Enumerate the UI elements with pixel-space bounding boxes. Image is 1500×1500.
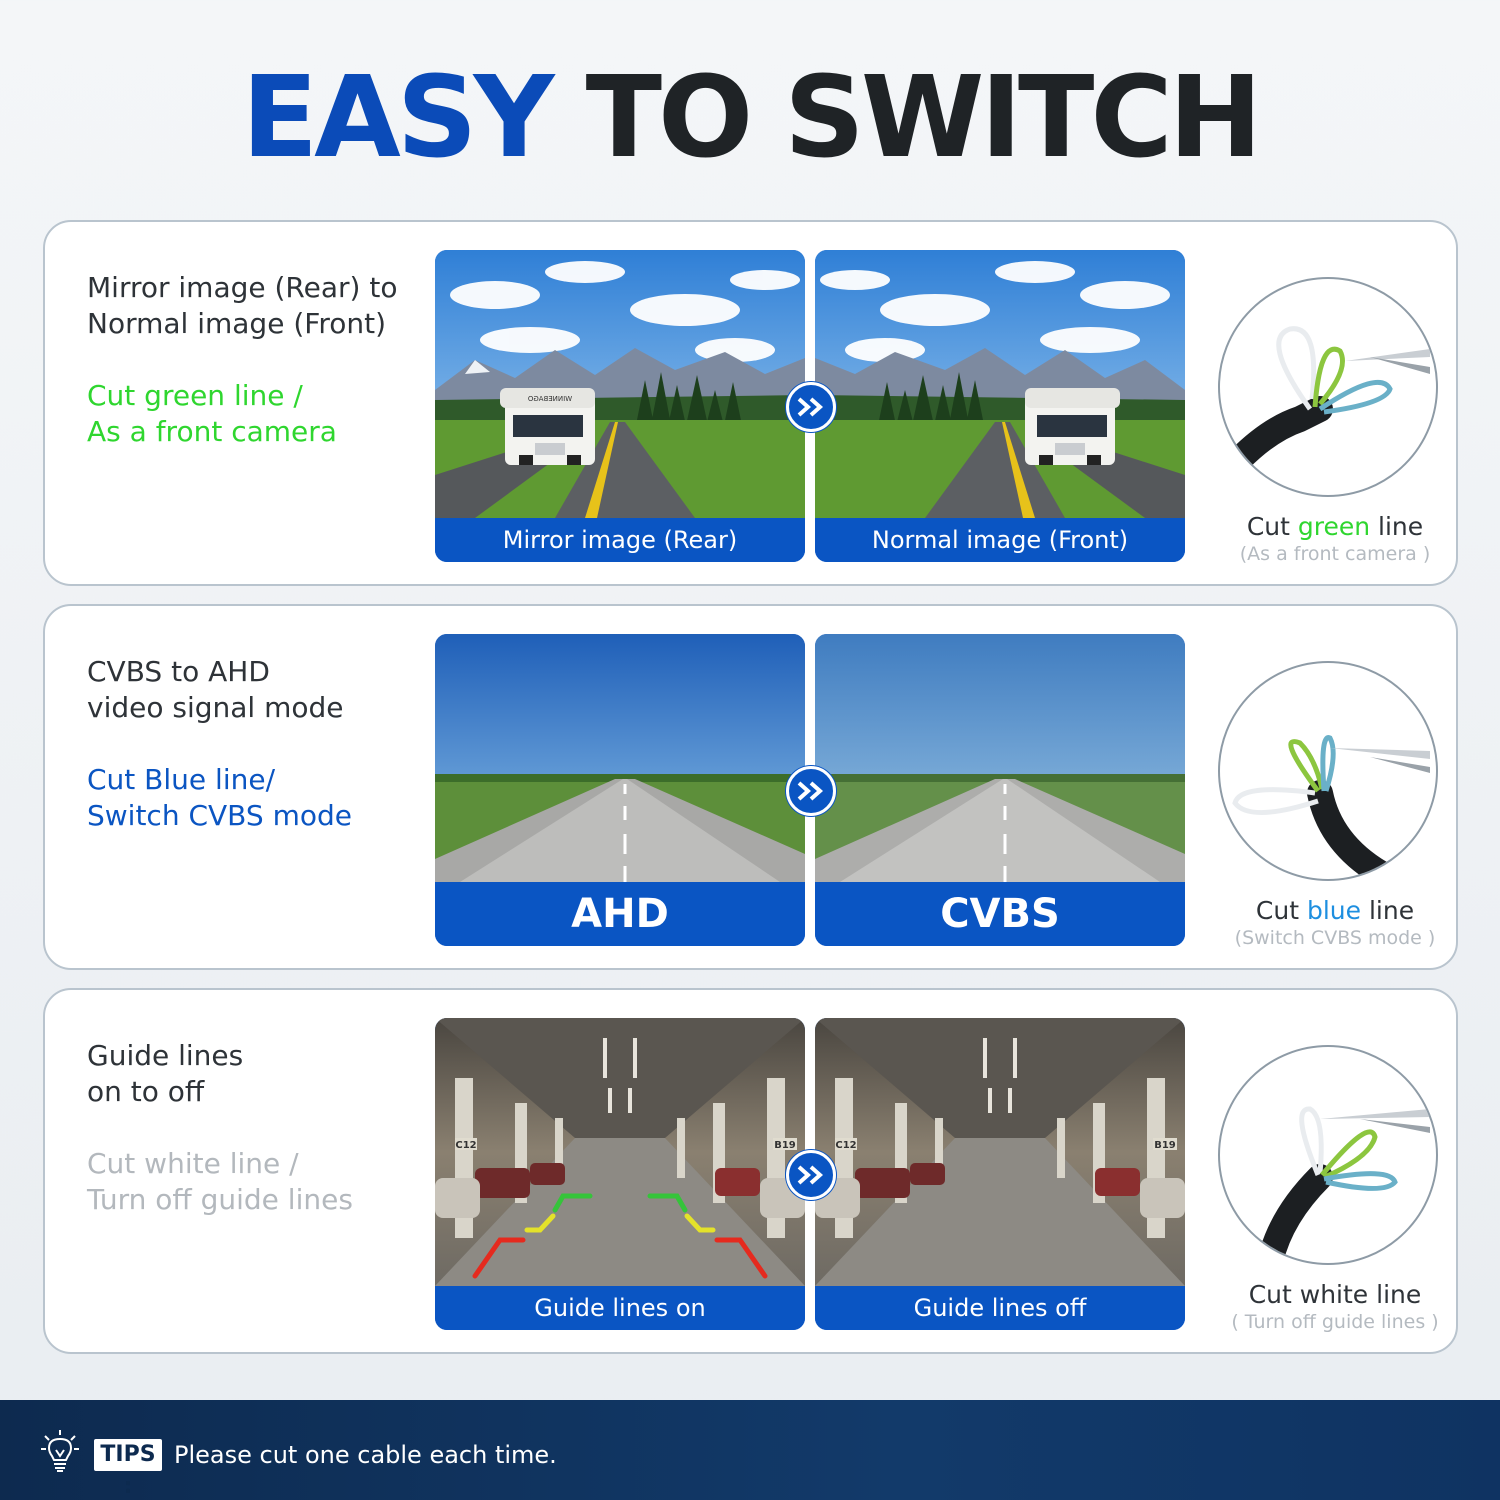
cut-prefix: Cut white line: [1248, 1280, 1422, 1309]
mountain-road-scene: [815, 250, 1185, 518]
cut-color-word: green: [1297, 512, 1371, 541]
panel-text: Guide lines on to off Cut white line / T…: [87, 1038, 417, 1218]
action-line: Cut green line /: [87, 379, 303, 412]
mountain-road-scene: WINNEBAGO: [435, 250, 805, 518]
parking-garage-scene: C12 B19: [815, 1018, 1185, 1286]
caption-right: CVBS: [815, 882, 1185, 946]
image-card-normal: Normal image (Front): [815, 250, 1185, 562]
panel-heading: CVBS to AHD video signal mode: [87, 654, 417, 726]
heading-line: CVBS to AHD: [87, 655, 270, 688]
image-card-guide-on: C12 B19 Guide lines on: [435, 1018, 805, 1330]
title-word-to-switch: TO SWITCH: [585, 53, 1263, 183]
sign-b19: B19: [1154, 1140, 1176, 1151]
open-road-scene: [435, 634, 805, 882]
panel-heading: Mirror image (Rear) to Normal image (Fro…: [87, 270, 417, 342]
caption-left: AHD: [435, 882, 805, 946]
image-card-ahd: AHD: [435, 634, 805, 946]
cut-suffix: line: [1370, 512, 1424, 541]
sign-b19: B19: [774, 1140, 796, 1151]
panel-heading: Guide lines on to off: [87, 1038, 417, 1110]
wire-cable-icon: [1218, 1045, 1438, 1265]
cut-label: Cut blue line (Switch CVBS mode ): [1195, 896, 1475, 950]
heading-line: on to off: [87, 1075, 205, 1108]
action-line: As a front camera: [87, 415, 337, 448]
action-line: Turn off guide lines: [87, 1183, 353, 1216]
tips-badge: TIPS :: [94, 1439, 162, 1499]
cut-line-label: Cut green line: [1195, 512, 1475, 542]
caption-right: Normal image (Front): [815, 518, 1185, 562]
cut-note: (As a front camera ): [1239, 543, 1431, 565]
action-line: Cut Blue line/: [87, 763, 276, 796]
wire-cable-icon: [1218, 277, 1438, 497]
cut-line-label: Cut white line: [1195, 1280, 1475, 1310]
double-chevron-right-icon: [786, 766, 836, 816]
image-card-guide-off: C12 B19 Guide lines off: [815, 1018, 1185, 1330]
panel-text: CVBS to AHD video signal mode Cut Blue l…: [87, 654, 417, 834]
sign-c12: C12: [835, 1140, 856, 1151]
cut-line-label: Cut blue line: [1195, 896, 1475, 926]
parking-garage-scene: C12 B19: [435, 1018, 805, 1286]
caption-left: Guide lines on: [435, 1286, 805, 1330]
cut-suffix: line: [1361, 896, 1415, 925]
page-title: EASY TO SWITCH: [0, 62, 1500, 174]
heading-line: Guide lines: [87, 1039, 244, 1072]
cut-label: Cut white line ( Turn off guide lines ): [1195, 1280, 1475, 1334]
cut-label: Cut green line (As a front camera ): [1195, 512, 1475, 566]
panel-action: Cut Blue line/ Switch CVBS mode: [87, 762, 417, 834]
panel-action: Cut green line / As a front camera: [87, 378, 417, 450]
panel-mirror-normal: Mirror image (Rear) to Normal image (Fro…: [43, 220, 1458, 586]
open-road-scene: [815, 634, 1185, 882]
panel-guide-lines: Guide lines on to off Cut white line / T…: [43, 988, 1458, 1354]
title-word-easy: EASY: [241, 53, 555, 183]
image-card-cvbs: CVBS: [815, 634, 1185, 946]
panel-action: Cut white line / Turn off guide lines: [87, 1146, 417, 1218]
wire-cable-icon: [1218, 661, 1438, 881]
caption-right: Guide lines off: [815, 1286, 1185, 1330]
cut-prefix: Cut: [1255, 896, 1307, 925]
heading-line: Mirror image (Rear) to: [87, 271, 398, 304]
heading-line: Normal image (Front): [87, 307, 386, 340]
cut-prefix: Cut: [1246, 512, 1298, 541]
cut-color-word: blue: [1306, 896, 1362, 925]
image-card-mirror: WINNEBAGO Mirror image (Rear): [435, 250, 805, 562]
rv-brand-text: WINNEBAGO: [527, 395, 572, 403]
action-line: Switch CVBS mode: [87, 799, 352, 832]
caption-left: Mirror image (Rear): [435, 518, 805, 562]
tips-text: Please cut one cable each time.: [174, 1441, 557, 1469]
tips-footer: TIPS : Please cut one cable each time.: [0, 1400, 1500, 1500]
panel-cvbs-ahd: CVBS to AHD video signal mode Cut Blue l…: [43, 604, 1458, 970]
panel-text: Mirror image (Rear) to Normal image (Fro…: [87, 270, 417, 450]
heading-line: video signal mode: [87, 691, 344, 724]
action-line: Cut white line /: [87, 1147, 299, 1180]
sign-c12: C12: [455, 1140, 476, 1151]
double-chevron-right-icon: [786, 1150, 836, 1200]
cut-note: (Switch CVBS mode ): [1234, 927, 1436, 949]
lightbulb-icon: [41, 1430, 79, 1472]
cut-note: ( Turn off guide lines ): [1231, 1311, 1439, 1333]
double-chevron-right-icon: [786, 382, 836, 432]
